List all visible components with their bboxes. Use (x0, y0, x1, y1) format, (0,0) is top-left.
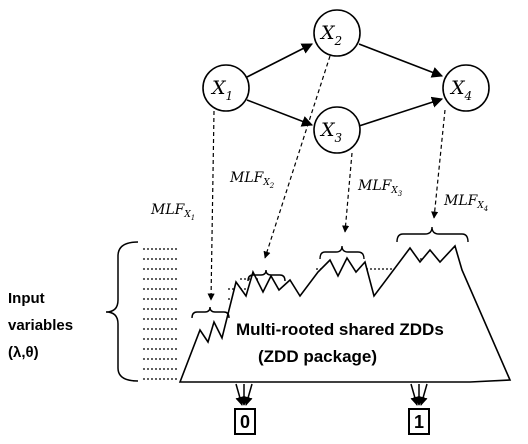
node-x2: X2 (313, 9, 361, 57)
mlf-labels: MLFX1 MLFX2 MLFX3 MLFX4 (150, 170, 488, 222)
svg-text:X1: X1 (210, 77, 233, 103)
node-x1-var: X (210, 77, 227, 99)
input-variables-line1: Input (8, 290, 45, 307)
node-x1-sub: 1 (226, 89, 234, 103)
svg-text:X3: X3 (319, 119, 343, 145)
edge-x1-x3 (246, 99, 314, 127)
mlf-label-x3: MLFX3 (357, 178, 403, 198)
node-x2-var: X (319, 22, 336, 44)
zdd-mountain-shape (178, 244, 512, 383)
node-x4-sub: 4 (464, 89, 473, 103)
input-variables-line3: (λ,θ) (8, 344, 39, 361)
mlf-label-x2: MLFX2 (229, 170, 275, 190)
node-x3-var: X (319, 119, 336, 141)
edge-x1-x2 (246, 43, 313, 78)
mlf-arrow-x3 (341, 152, 353, 233)
terminal-1-label: 1 (414, 412, 424, 432)
node-x1: X1 (202, 64, 250, 112)
network-edges (246, 43, 444, 127)
edge-x3-x4 (358, 96, 444, 127)
terminal-0-label: 0 (240, 412, 250, 432)
zdd-root-braces (191, 226, 469, 319)
mlf-label-x1: MLFX1 (150, 202, 195, 222)
node-x4-var: X (449, 77, 466, 99)
node-x3-sub: 3 (335, 131, 343, 145)
zdd-label-line1: Multi-rooted shared ZDDs (236, 320, 444, 339)
svg-text:X4: X4 (449, 77, 472, 103)
terminal-arrows (235, 383, 428, 406)
mlf-label-x4: MLFX4 (443, 193, 488, 213)
input-variable-lines (143, 248, 440, 380)
edge-x2-x4 (358, 43, 444, 78)
zdd-label-line2: (ZDD package) (258, 347, 377, 366)
mlf-arrows (207, 55, 446, 301)
node-x4: X4 (442, 64, 490, 112)
terminal-1: 1 (408, 408, 430, 435)
input-variables-line2: variables (8, 317, 73, 334)
mlf-arrow-x2 (263, 55, 331, 259)
svg-text:X2: X2 (319, 22, 342, 48)
node-x2-sub: 2 (334, 34, 343, 48)
node-x3: X3 (313, 106, 361, 154)
input-variables-brace (105, 241, 139, 382)
mlf-arrow-x1 (207, 110, 215, 301)
terminal-0: 0 (234, 408, 256, 435)
